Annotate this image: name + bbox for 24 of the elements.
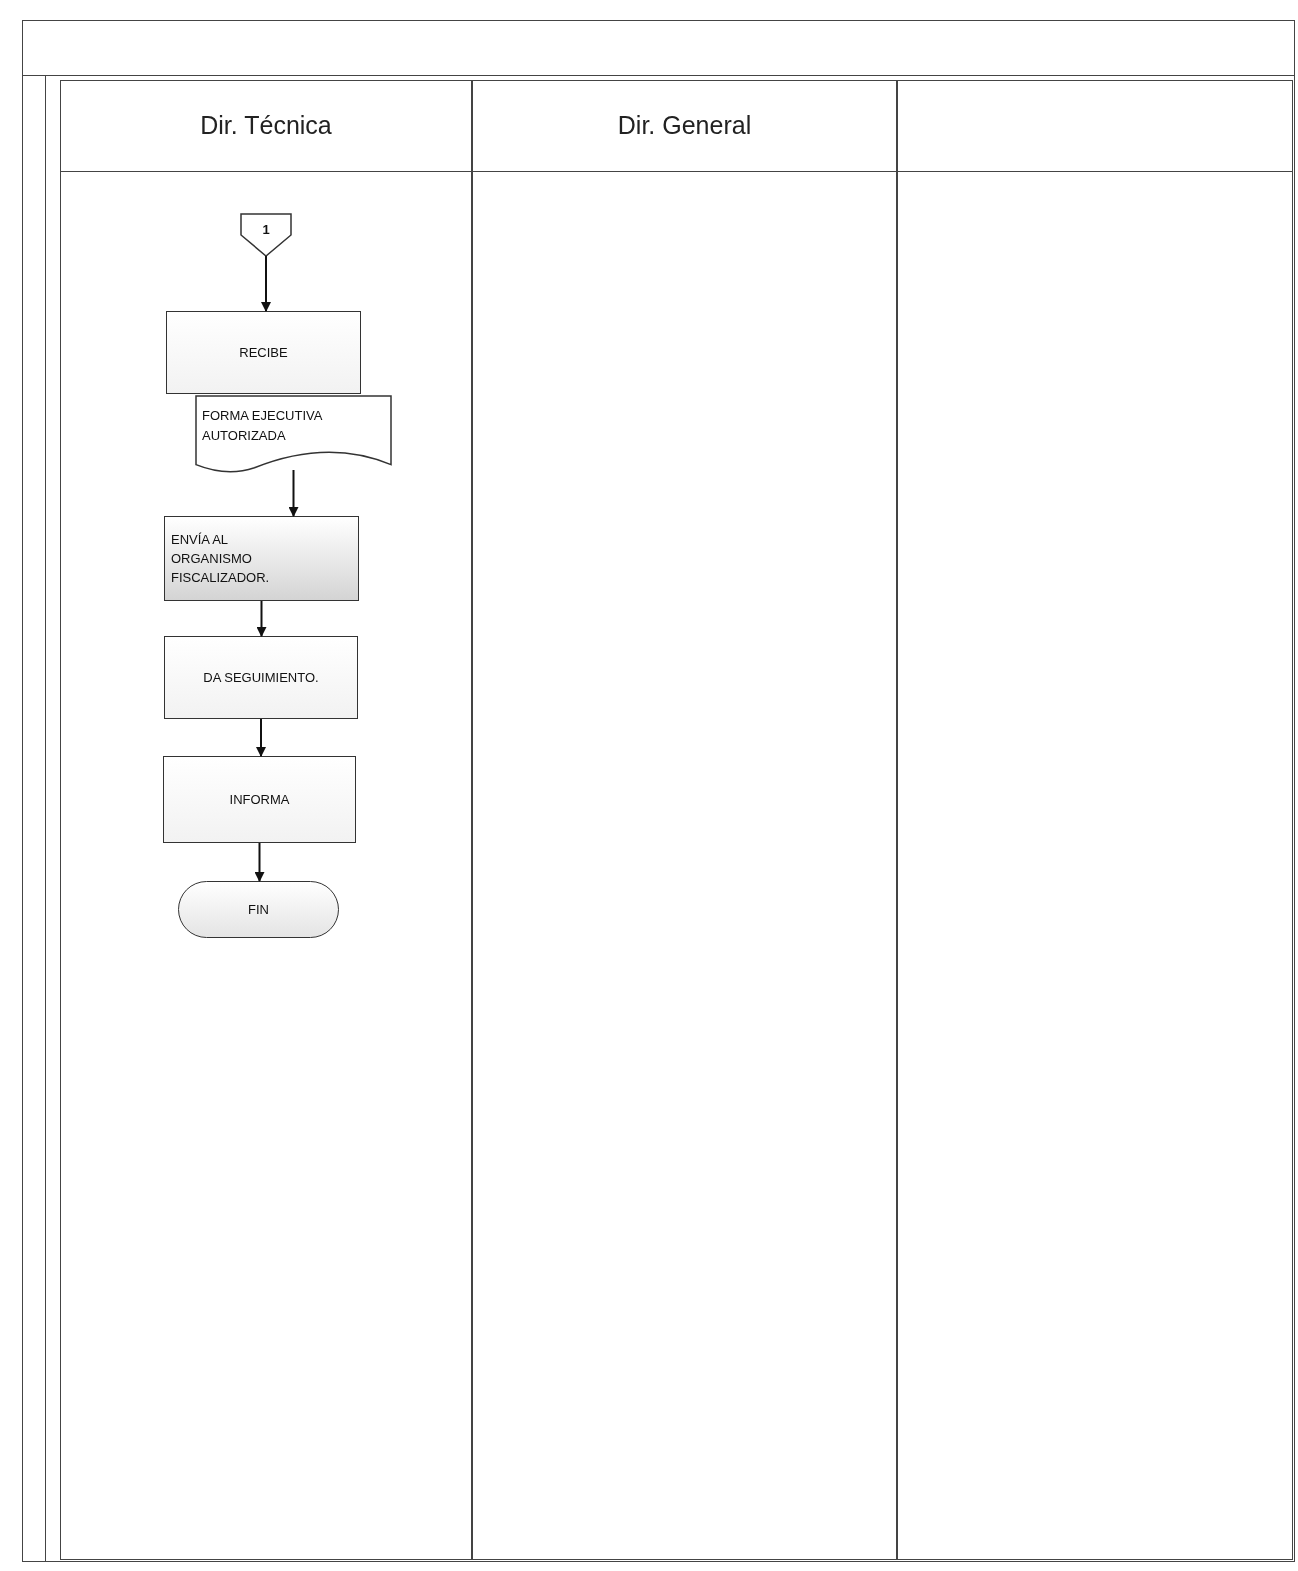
lane-header: Dir. Técnica bbox=[199, 111, 333, 140]
connector-number: 1 bbox=[262, 222, 270, 237]
process-text: ENVÍA AL ORGANISMO FISCALIZADOR. bbox=[171, 531, 271, 587]
swimlane bbox=[472, 80, 897, 1560]
process-text: RECIBE bbox=[239, 345, 288, 360]
arrow bbox=[256, 718, 266, 757]
terminator-text: FIN bbox=[248, 902, 269, 917]
process-box bbox=[164, 516, 359, 601]
process-box bbox=[166, 311, 361, 394]
process-text: DA SEGUIMIENTO. bbox=[203, 670, 319, 685]
process-box bbox=[163, 756, 356, 843]
swimlane bbox=[897, 80, 1293, 1560]
process-box bbox=[164, 636, 358, 719]
document-text: FORMA EJECUTIVA AUTORIZADA bbox=[202, 407, 324, 445]
arrow bbox=[288, 469, 299, 517]
arrow bbox=[256, 600, 267, 637]
process-text: INFORMA bbox=[229, 792, 290, 807]
terminator bbox=[178, 881, 339, 938]
swimlane bbox=[60, 80, 472, 1560]
document-shape bbox=[196, 396, 391, 474]
lane-header: Dir. General bbox=[616, 111, 753, 140]
offpage-connector bbox=[241, 214, 291, 256]
arrow bbox=[254, 842, 265, 882]
arrow bbox=[261, 255, 271, 312]
